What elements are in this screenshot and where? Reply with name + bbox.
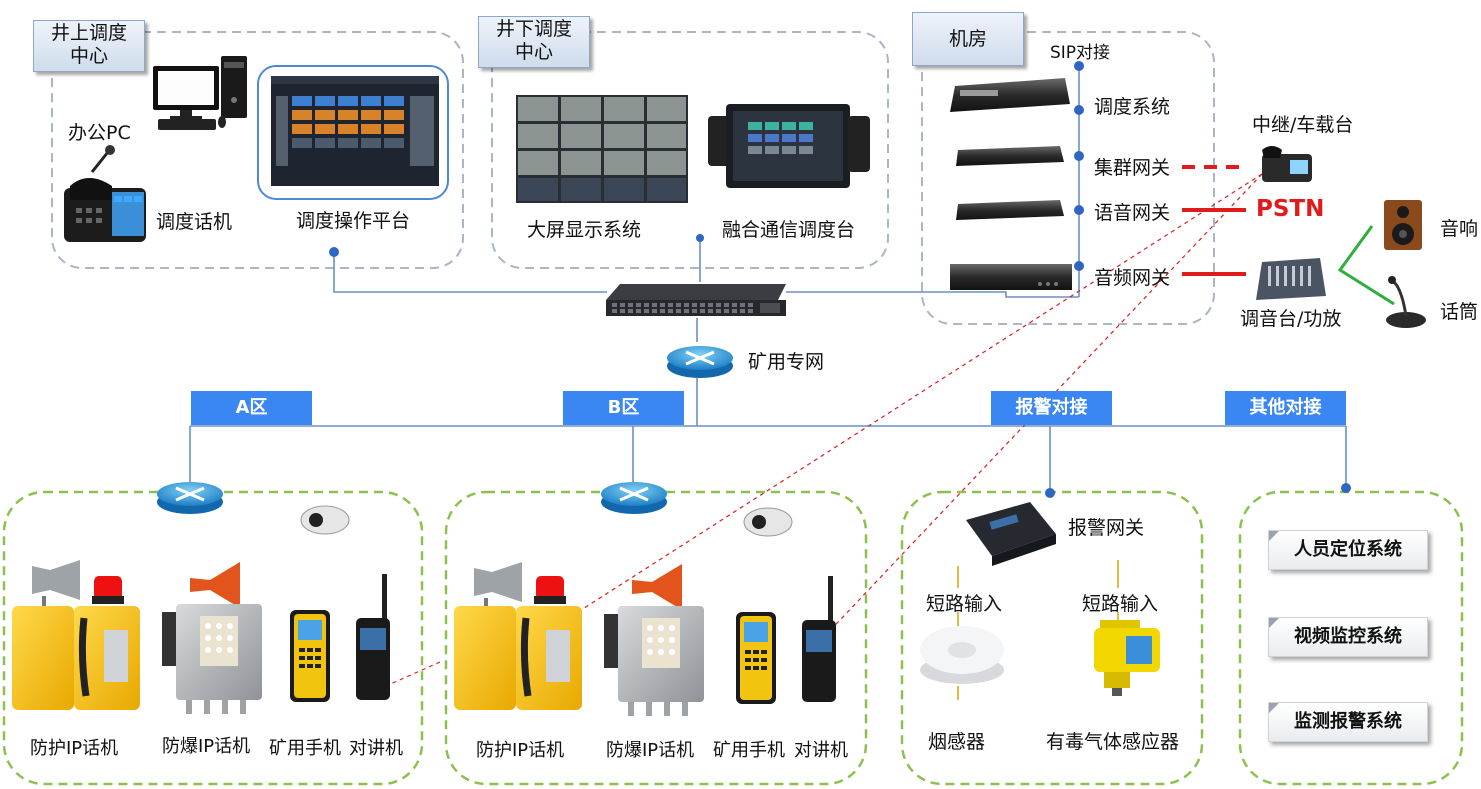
zone-a-protective-phone-icon xyxy=(12,606,140,710)
zone-b-protective-phone-icon xyxy=(454,606,582,710)
dispatch-phone-label: 调度话机 xyxy=(156,211,233,233)
machine-room-header: 机房 xyxy=(912,12,1024,66)
zone-a-alarm-light-icon xyxy=(92,576,124,604)
smoke-detector-icon xyxy=(920,626,1004,684)
underground-center-box xyxy=(491,31,889,269)
big-screen-icon xyxy=(516,95,688,203)
fusion-console-label: 融合通信调度台 xyxy=(722,219,856,241)
machine-room-box xyxy=(921,31,1215,325)
zone-a-tag: A区 xyxy=(191,391,312,425)
underground-center-header: 井下调度中心 xyxy=(478,16,590,68)
monitoring-alarm-system: 监测报警系统 xyxy=(1268,702,1428,742)
microphone-icon xyxy=(1386,276,1426,328)
zone-b-protective-phone-label: 防护IP话机 xyxy=(476,740,565,761)
sip-label: SIP对接 xyxy=(1050,43,1111,63)
other-tag: 其他对接 xyxy=(1225,391,1346,425)
zone-a-explosion-phone-label: 防爆IP话机 xyxy=(162,736,251,757)
zone-a-walkie-talkie-icon xyxy=(356,574,390,700)
zone-b-mine-handset-label: 矿用手机 xyxy=(713,740,785,761)
dispatch-phone-icon xyxy=(64,145,146,242)
zone-b-horn-speaker-icon xyxy=(474,562,522,612)
router-main-icon xyxy=(667,346,733,378)
server-audio-icon xyxy=(950,264,1072,290)
zone-a-walkie-label: 对讲机 xyxy=(349,738,403,759)
fusion-console-icon xyxy=(708,104,870,188)
zone-a-horn-speaker-icon xyxy=(32,560,80,610)
audio-gateway-label: 音频网关 xyxy=(1094,267,1171,289)
zone-b-alarm-light-icon xyxy=(534,576,566,604)
trunk-gateway-label: 集群网关 xyxy=(1094,157,1171,179)
toxic-gas-detector-icon xyxy=(1094,620,1160,696)
alarm-gateway-label: 报警网关 xyxy=(1068,517,1145,539)
office-pc-label: 办公PC xyxy=(68,122,131,144)
mixer-label: 调音台/功放 xyxy=(1240,308,1342,330)
office-pc-icon xyxy=(153,56,247,130)
short-input-2-label: 短路输入 xyxy=(1082,593,1159,615)
personnel-location-system: 人员定位系统 xyxy=(1268,530,1428,570)
server-dispatch-icon xyxy=(950,78,1070,112)
smoke-detector-label: 烟感器 xyxy=(928,731,986,753)
surface-center-box xyxy=(51,31,464,269)
speaker-icon xyxy=(1384,200,1422,250)
surface-center-title: 井上调度中心 xyxy=(50,22,127,67)
server-voice-icon xyxy=(956,200,1064,220)
alarm-gateway-icon xyxy=(966,502,1056,566)
surface-center-header: 井上调度中心 xyxy=(33,20,145,72)
zone-a-camera-icon xyxy=(300,505,350,535)
short-input-1-label: 短路输入 xyxy=(926,593,1003,615)
pstn-label: PSTN xyxy=(1256,196,1325,222)
zone-a-protective-phone-label: 防护IP话机 xyxy=(30,738,119,759)
zone-b-explosion-proof-horn-icon xyxy=(632,564,682,610)
router-zone-b-icon xyxy=(601,482,667,514)
dispatch-platform-label: 调度操作平台 xyxy=(296,210,411,232)
microphone-label: 话筒 xyxy=(1440,301,1479,323)
zone-a-explosion-proof-phone-icon xyxy=(162,604,262,714)
zone-b-explosion-proof-phone-icon xyxy=(604,606,704,716)
dispatch-platform-screen-icon xyxy=(271,76,439,186)
speaker-label: 音响 xyxy=(1440,218,1479,240)
relay-label: 中继/车载台 xyxy=(1252,114,1354,136)
relay-radio-icon xyxy=(1262,146,1312,182)
zone-b-tag: B区 xyxy=(563,391,684,425)
gas-detector-label: 有毒气体感应器 xyxy=(1046,731,1180,753)
mixer-icon xyxy=(1256,258,1326,300)
zone-b-mine-handset-icon xyxy=(736,612,776,704)
mine-network-label: 矿用专网 xyxy=(748,351,825,373)
zone-b-walkie-label: 对讲机 xyxy=(794,740,848,761)
voice-gateway-label: 语音网关 xyxy=(1094,202,1171,224)
underground-center-title: 井下调度中心 xyxy=(495,18,572,63)
server-trunk-icon xyxy=(956,146,1064,166)
zone-a-explosion-proof-horn-icon xyxy=(190,562,240,608)
zone-a-mine-handset-label: 矿用手机 xyxy=(269,738,341,759)
zone-b-explosion-phone-label: 防爆IP话机 xyxy=(606,740,695,761)
router-zone-a-icon xyxy=(157,482,223,514)
zone-a-mine-handset-icon xyxy=(290,610,330,702)
zone-b-camera-icon xyxy=(743,507,793,537)
dispatch-system-label: 调度系统 xyxy=(1094,96,1171,118)
machine-room-title: 机房 xyxy=(948,28,987,50)
zone-b-walkie-talkie-icon xyxy=(802,576,836,702)
video-surveillance-system: 视频监控系统 xyxy=(1268,617,1428,657)
alarm-tag: 报警对接 xyxy=(991,391,1112,425)
network-switch-icon xyxy=(606,284,786,316)
big-screen-label: 大屏显示系统 xyxy=(527,219,642,241)
